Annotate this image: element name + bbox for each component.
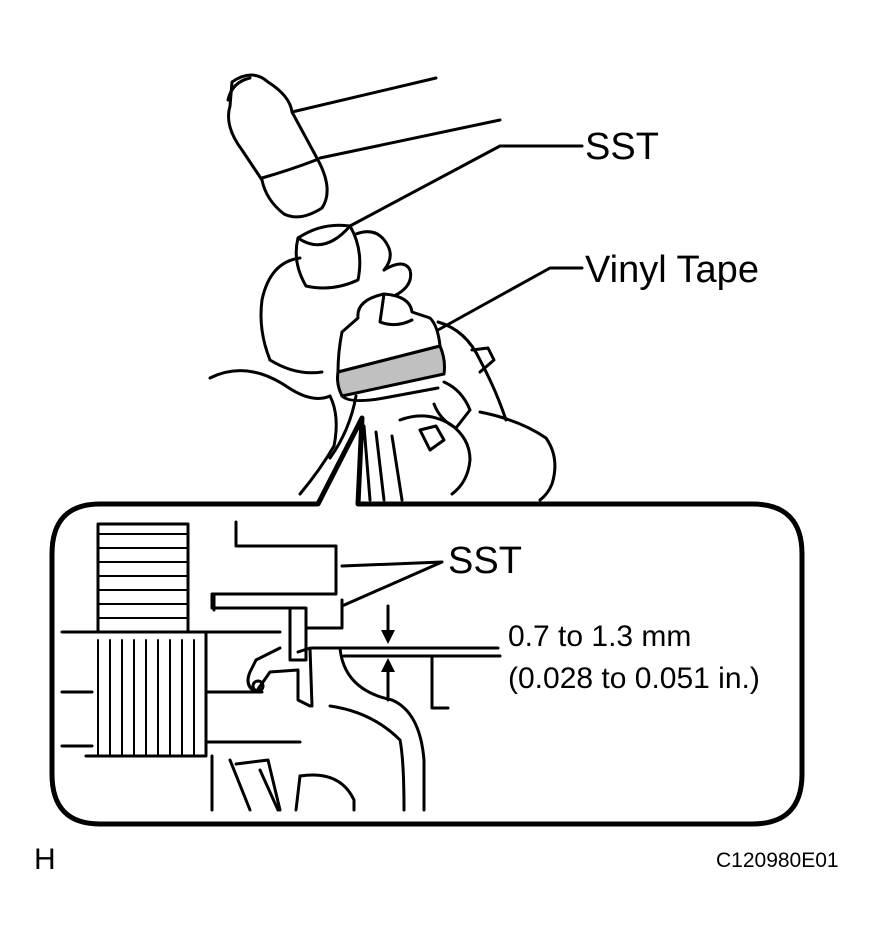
sst-label: SST — [585, 126, 659, 168]
corner-letter: H — [34, 843, 56, 876]
inset-detail — [60, 520, 502, 812]
figure-code: C120980E01 — [716, 849, 839, 872]
sst-inset-tool — [210, 520, 344, 630]
measurement-metric: 0.7 to 1.3 mm — [508, 620, 692, 653]
inset-frame — [49, 415, 805, 827]
hand — [208, 230, 413, 496]
hammer — [226, 73, 502, 219]
measurement-imperial: (0.028 to 0.051 in.) — [508, 662, 760, 695]
sst-inset-leader — [340, 560, 444, 608]
oil-seal — [246, 646, 312, 708]
vinyl-tape-leader — [436, 266, 584, 332]
vinyl-tape-label: Vinyl Tape — [585, 249, 759, 291]
sst-leader — [348, 144, 584, 228]
sst-inset-label: SST — [448, 540, 522, 582]
gap-arrows — [328, 604, 502, 702]
hammer-head — [227, 73, 329, 219]
sst-tool — [294, 223, 362, 290]
component — [336, 292, 557, 502]
vinyl-tape — [336, 344, 446, 398]
